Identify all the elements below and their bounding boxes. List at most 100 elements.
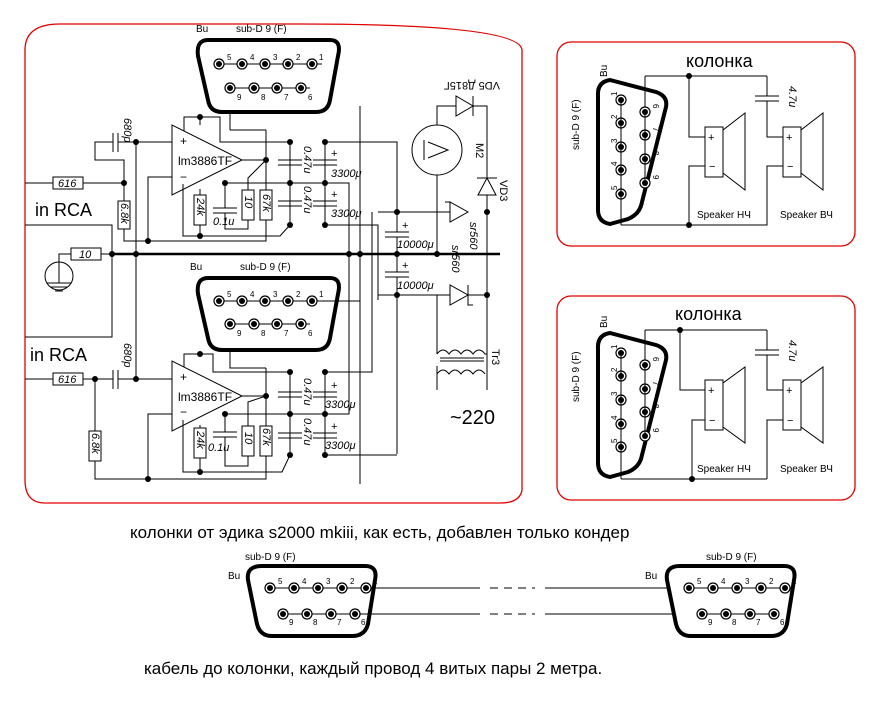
pin-label: 3 <box>610 391 619 396</box>
connector-type: sub-D 9 (F) <box>571 99 582 150</box>
pin-label: 7 <box>337 618 342 627</box>
svg-text:+: + <box>180 134 187 148</box>
connector-prefix: Bu <box>196 24 208 35</box>
pin-label: 4 <box>302 577 307 586</box>
svg-text:+: + <box>331 421 337 433</box>
pin-label: 1 <box>610 344 619 349</box>
pin-label: 6 <box>308 329 313 338</box>
svg-text:+: + <box>786 385 792 397</box>
pin-row-top <box>213 58 318 70</box>
pin-label: 3 <box>610 138 619 143</box>
cap-value: 0.47u <box>301 186 313 214</box>
pin-label: 8 <box>732 618 737 627</box>
cap-value: 0.1u <box>213 216 234 228</box>
svg-text:−: − <box>180 170 187 184</box>
cap-value: 680p <box>121 343 133 367</box>
pin-label: 5 <box>227 53 232 62</box>
cable-diagram: Bu sub-D 9 (F) 5 4 3 2 1 9 8 7 6 Bu sub-… <box>228 552 797 638</box>
pin-label: 8 <box>261 93 266 102</box>
svg-text:−: − <box>709 161 715 173</box>
cap-value: 680p <box>121 118 133 142</box>
zener-label: VD5 Д815Г <box>444 79 500 91</box>
pin-label: 4 <box>721 577 726 586</box>
svg-text:+: + <box>331 380 337 392</box>
cap-value: 0.47u <box>301 146 313 174</box>
motor-label: M2 <box>473 143 485 158</box>
resistor-value: 10 <box>242 432 254 445</box>
pin-label: 7 <box>651 381 660 386</box>
opamp-label: lm3886TF <box>178 390 232 404</box>
pin-label: 4 <box>610 415 619 420</box>
amplifier-frame <box>24 23 523 504</box>
input-label: in RCA <box>30 345 87 365</box>
resistor-value: 10 <box>242 196 254 209</box>
resistor-value: 616 <box>58 374 77 386</box>
pin-label: 3 <box>273 53 278 62</box>
connector-type: sub-D 9 (F) <box>706 552 757 563</box>
svg-text:−: − <box>787 161 793 173</box>
speaker-panel-2: колонка Bu sub-D 9 (F) 1 2 3 4 5 6 7 8 9… <box>556 295 856 501</box>
opamp-label: lm3886TF <box>178 154 232 168</box>
connector-type: sub-D 9 (F) <box>571 351 582 402</box>
pin-label: 3 <box>273 290 278 299</box>
svg-text:+: + <box>402 260 408 272</box>
pin-label: 1 <box>373 577 378 586</box>
resistor-value: 10 <box>79 249 92 261</box>
resistor-value: 616 <box>58 178 77 190</box>
connector-prefix: Bu <box>190 262 202 273</box>
pin-label: 2 <box>769 577 774 586</box>
svg-text:−: − <box>787 415 793 427</box>
pin-label: 8 <box>651 151 660 156</box>
pin-label: 1 <box>319 53 324 62</box>
pins-right <box>639 106 651 189</box>
cap-value: 3300μ <box>331 168 362 180</box>
pin-label: 4 <box>610 161 619 166</box>
connector-type: sub-D 9 (F) <box>240 262 291 273</box>
diode-label: VD3 <box>497 180 509 201</box>
resistor-value: 67k <box>260 428 272 446</box>
connector-prefix: Bu <box>228 571 240 582</box>
mains-label: ~220 <box>450 407 495 429</box>
svg-text:+: + <box>402 220 408 232</box>
pin-label: 9 <box>237 329 242 338</box>
resistor-value: 24k <box>194 197 206 216</box>
input-label: in RCA <box>35 200 92 220</box>
amp-connector-top: Bu sub-D 9 (F) 5 4 3 2 1 9 8 7 6 <box>195 24 341 114</box>
pin-label: 6 <box>651 357 660 362</box>
svg-text:+: + <box>180 370 187 384</box>
pin-row-bottom <box>224 82 307 94</box>
connector-type: sub-D 9 (F) <box>236 24 287 35</box>
pin-label: 1 <box>319 290 324 299</box>
woofer-label: Speaker НЧ <box>697 464 751 475</box>
connector-prefix: Bu <box>599 65 610 77</box>
pin-label: 7 <box>284 329 289 338</box>
cap-value: 4.7u <box>786 86 798 107</box>
ground-network: 10 <box>25 224 500 338</box>
woofer-label: Speaker НЧ <box>697 210 751 221</box>
tweeter-label: Speaker ВЧ <box>780 210 833 221</box>
opamp-bottom <box>171 360 244 432</box>
pin-label: 9 <box>237 93 242 102</box>
connector-prefix: Bu <box>645 571 657 582</box>
speaker-title: колонка <box>675 304 743 324</box>
ground-icon <box>44 261 74 291</box>
pin-label: 5 <box>697 577 702 586</box>
resistor-value: 6.8k <box>118 203 130 224</box>
pin-label: 2 <box>610 367 619 372</box>
pin-label: 7 <box>651 127 660 132</box>
pin-label: 6 <box>308 93 313 102</box>
pin-label: 9 <box>651 175 660 180</box>
svg-text:+: + <box>708 132 714 144</box>
amp-channel-top: 616 680p 6.8k + − lm3886TF 24k <box>25 112 398 300</box>
opamp-top <box>171 124 244 196</box>
transformer-label: Tr3 <box>489 349 501 365</box>
power-supply: + 10000μ + 10000μ M2 VD5 Д815Г VD3 sr <box>348 79 509 484</box>
motor-m2 <box>411 124 463 176</box>
cable-note: кабель до колонки, каждый провод 4 витых… <box>144 659 602 678</box>
pin-label: 2 <box>350 577 355 586</box>
pin-label: 6 <box>780 618 785 627</box>
svg-text:+: + <box>708 385 714 397</box>
amp-channel-bottom: in RCA 616 680p 6.8k + − lm3886TF 24k <box>25 212 397 482</box>
pin-label: 8 <box>313 618 318 627</box>
